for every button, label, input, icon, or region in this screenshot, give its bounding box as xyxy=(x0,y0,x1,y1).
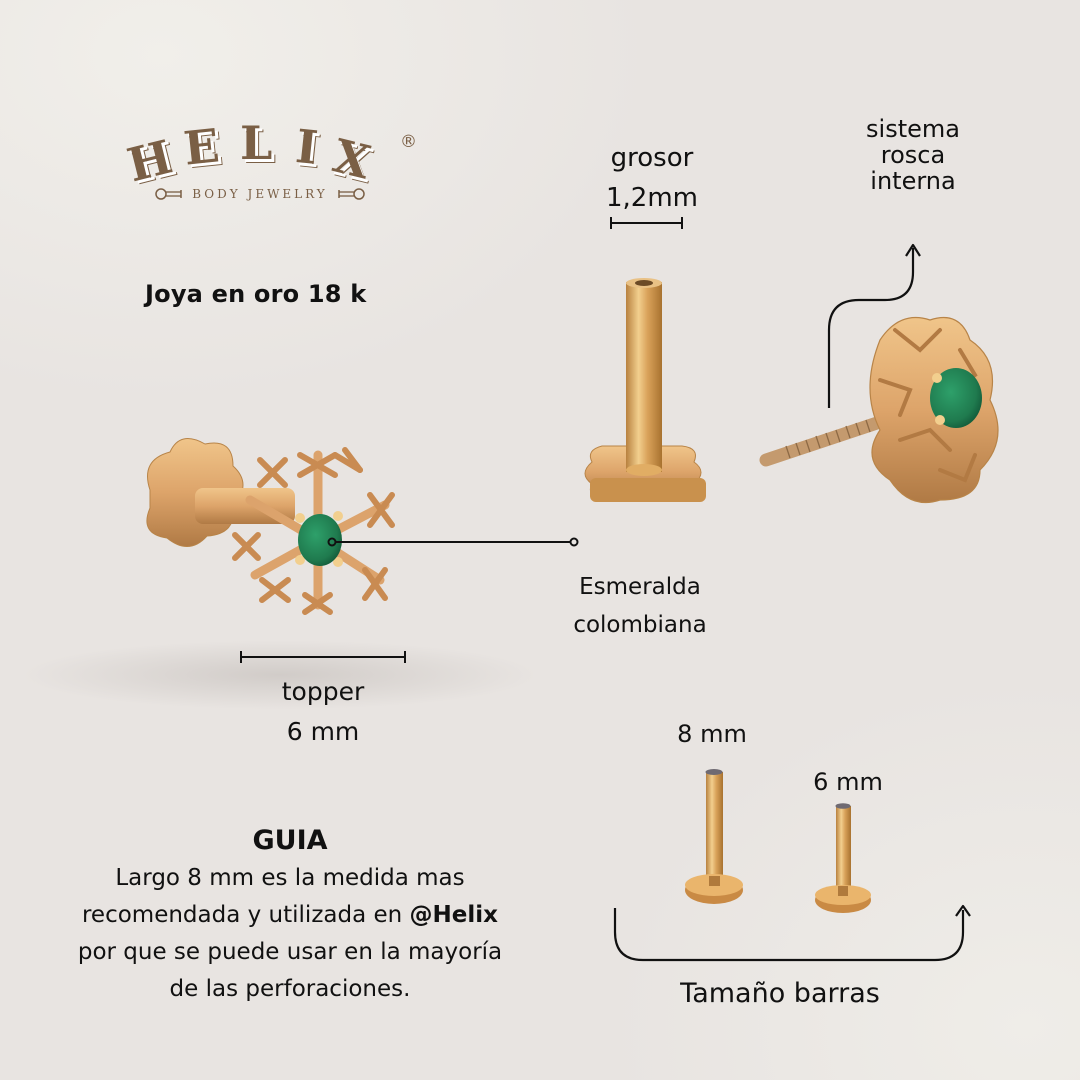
thickness-dimension-line xyxy=(610,217,683,229)
material-title: Joya en oro 18 k xyxy=(145,280,367,308)
topper-label-text: topper xyxy=(281,677,365,706)
size-guide: GUIA Largo 8 mm es la medida mas recomen… xyxy=(40,822,540,1008)
brand-logo: H E L I X ® Body jewelry xyxy=(118,118,428,208)
bar-8mm-label: 8 mm xyxy=(677,720,747,748)
guide-line-2-text: recomendada y utilizada en xyxy=(81,902,410,928)
emerald-label: Esmeralda colombiana xyxy=(540,568,740,644)
logo-letter-i: I xyxy=(293,119,321,175)
right-product-threaded-top xyxy=(759,316,999,504)
topper-value: 6 mm xyxy=(286,717,360,746)
thread-system-arrow xyxy=(827,243,921,408)
emerald-gem-icon xyxy=(298,514,342,566)
guide-line-1: Largo 8 mm es la medida mas xyxy=(115,865,465,891)
emerald-label-line-1: Esmeralda xyxy=(579,574,701,600)
bar-sizes-title: Tamaño barras xyxy=(680,978,880,1009)
guide-title: GUIA xyxy=(252,825,328,856)
guide-body: Largo 8 mm es la medida mas recomendada … xyxy=(40,860,540,1008)
brand-handle: @Helix xyxy=(409,902,498,928)
guide-line-2: recomendada y utilizada en @Helix xyxy=(40,897,540,934)
emerald-label-line-2: colombiana xyxy=(573,612,707,638)
thread-line-3: interna xyxy=(870,167,956,195)
thickness-label: grosor 1,2mm xyxy=(596,138,708,218)
bar-6mm xyxy=(815,803,871,913)
product-shadow xyxy=(20,640,540,710)
thickness-value: 1,2mm xyxy=(605,183,698,213)
logo-tagline: Body jewelry xyxy=(140,184,380,204)
logo-letter-l: L xyxy=(240,116,273,170)
registered-mark: ® xyxy=(400,132,417,152)
logo-letter-x: X xyxy=(327,128,376,190)
thread-system-label: sistema rosca interna xyxy=(840,116,986,194)
thickness-label-text: grosor xyxy=(610,143,694,173)
guide-line-4: de las perforaciones. xyxy=(169,976,411,1002)
bar-sizes-bracket-arrow xyxy=(613,904,971,962)
bar-6mm-label: 6 mm xyxy=(813,768,883,796)
thread-line-1: sistema xyxy=(866,115,960,143)
barbell-left-icon xyxy=(155,188,183,200)
emerald-pointer-line xyxy=(327,537,579,547)
topper-label: topper 6 mm xyxy=(258,672,388,752)
tagline-text: Body jewelry xyxy=(192,187,328,201)
left-product-snowflake xyxy=(146,438,395,615)
center-product-labret xyxy=(584,278,706,502)
bar-8mm xyxy=(685,769,743,904)
logo-wordmark: H E L I X ® xyxy=(122,116,417,192)
logo-letter-h: H xyxy=(122,129,178,193)
barbell-right-icon xyxy=(337,188,365,200)
guide-line-3: por que se puede usar en la mayoría xyxy=(77,939,503,965)
thread-line-2: rosca xyxy=(880,141,946,169)
logo-letter-e: E xyxy=(181,118,222,176)
